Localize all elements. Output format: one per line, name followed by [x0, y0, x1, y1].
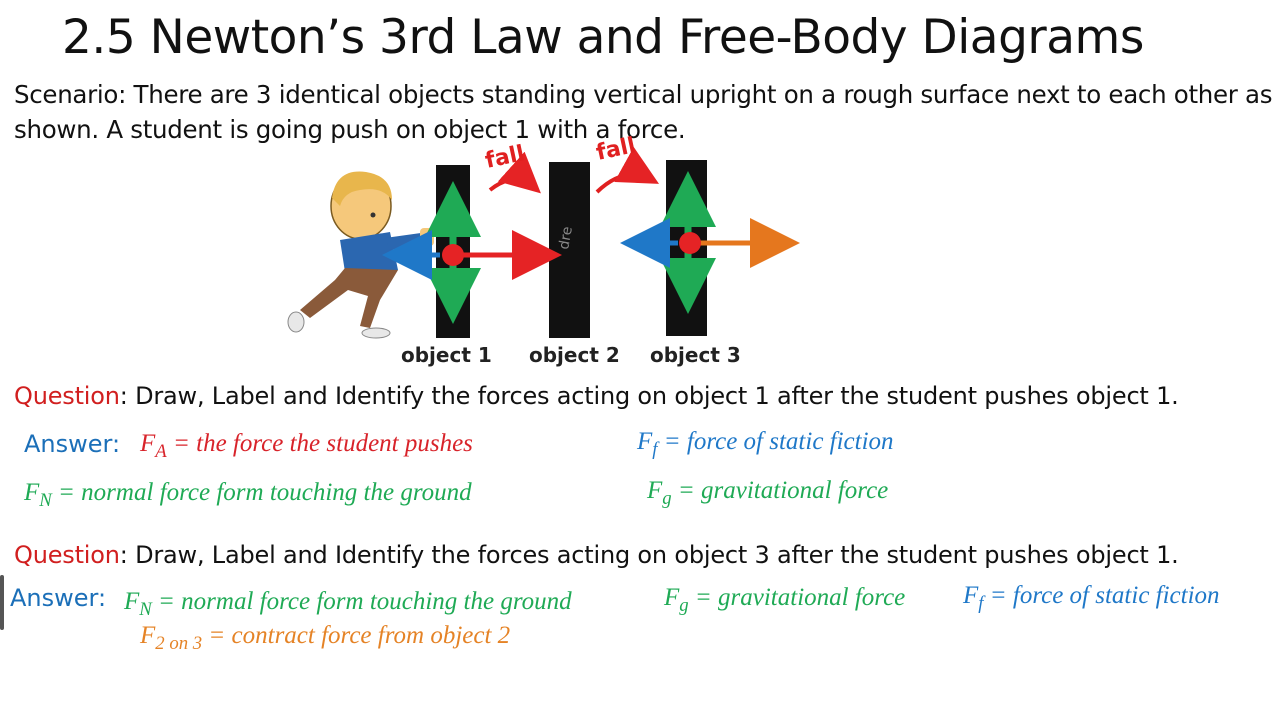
question-1-text: : Draw, Label and Identify the forces ac… — [119, 382, 1179, 410]
object-3-center-dot — [679, 232, 701, 254]
answer-2-force-contact: F2 on 3 = contract force from object 2 — [140, 622, 511, 654]
answer-2-force-friction: Ff = force of static fiction — [963, 582, 1220, 614]
page-title: 2.5 Newton’s 3rd Law and Free-Body Diagr… — [62, 10, 1144, 65]
answer-1-label: Answer: — [24, 430, 121, 458]
answer-2-force-gravity: Fg = gravitational force — [664, 584, 906, 616]
object-1-label: object 1 — [401, 343, 492, 367]
question-2: Question: Draw, Label and Identify the f… — [14, 541, 1179, 569]
left-edge-marker — [0, 575, 4, 630]
scenario-label: Scenario — [14, 80, 119, 109]
fall-arrow-2 — [595, 146, 659, 194]
question-2-label: Question — [14, 541, 120, 569]
object-2-label: object 2 — [529, 343, 620, 367]
scenario-paragraph: Scenario: There are 3 identical objects … — [14, 77, 1276, 147]
handwritten-fall-2: fall — [594, 133, 638, 166]
answer-1-force-normal: FN = normal force form touching the grou… — [24, 479, 472, 511]
answer-1-force-applied: FA = the force the student pushes — [140, 430, 473, 462]
scenario-text: : There are 3 identical objects standing… — [14, 80, 1273, 144]
answer-2-label: Answer: — [10, 584, 107, 612]
handwritten-fall-1: fall — [483, 141, 527, 174]
answer-1-force-friction: Ff = force of static fiction — [637, 428, 894, 460]
answer-1-force-gravity: Fg = gravitational force — [647, 477, 889, 509]
object-3-label: object 3 — [650, 343, 741, 367]
fall-arrow-1 — [488, 151, 541, 194]
question-2-text: : Draw, Label and Identify the forces ac… — [119, 541, 1179, 569]
answer-2-force-normal: FN = normal force form touching the grou… — [124, 588, 572, 620]
object-1-center-dot — [442, 244, 464, 266]
question-1-label: Question — [14, 382, 120, 410]
student-figure — [287, 171, 434, 339]
question-1: Question: Draw, Label and Identify the f… — [14, 382, 1179, 410]
